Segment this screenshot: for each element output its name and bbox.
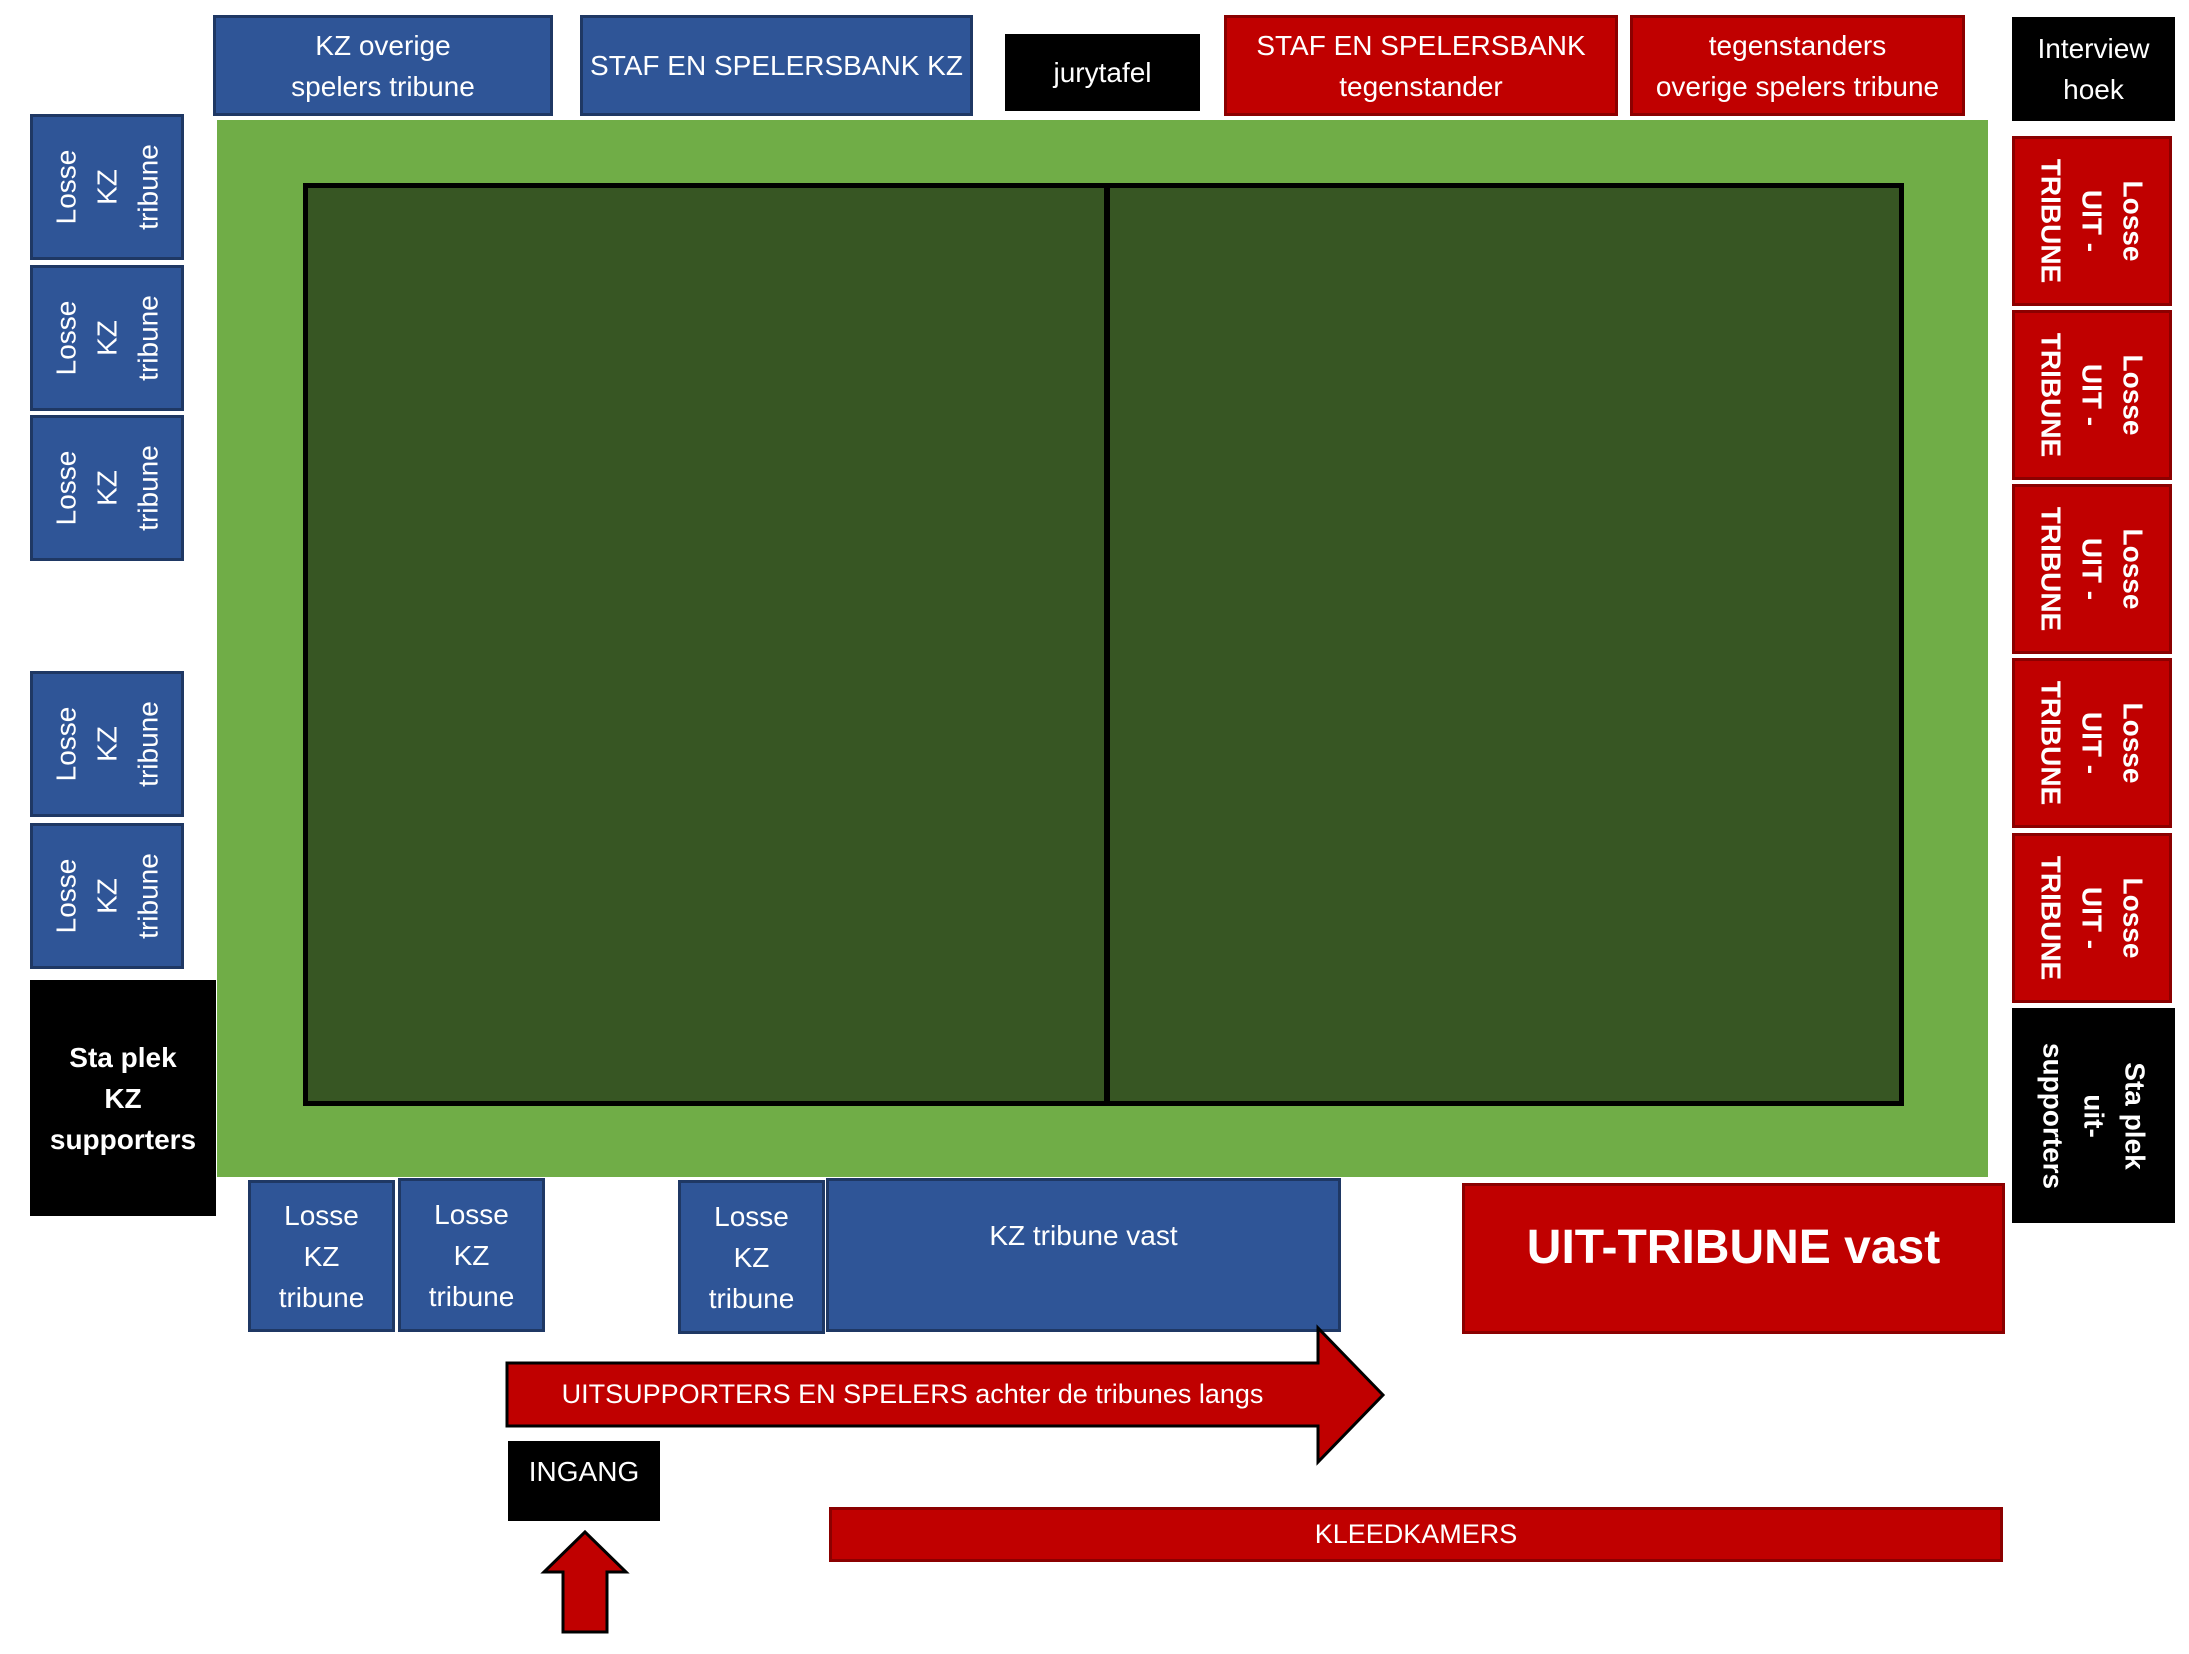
right-loose-away-stand-2: Losse UIT - TRIBUNE [2012, 310, 2172, 480]
kz-other-players-stand: KZ overige spelers tribune [213, 15, 553, 116]
kz-supporters-standing-area-label: Sta plek KZ supporters [49, 1041, 197, 1155]
right-loose-away-stand-1: Losse UIT - TRIBUNE [2012, 136, 2172, 306]
opponent-staff-bench: STAF EN SPELERSBANK tegenstander [1224, 15, 1618, 116]
right-loose-away-stand-4: Losse UIT - TRIBUNE [2012, 658, 2172, 828]
kz-other-players-stand-label: KZ overige spelers tribune [291, 29, 475, 102]
opponent-other-players-stand: tegenstanders overige spelers tribune [1630, 15, 1965, 116]
right-loose-away-stand-3: Losse UIT - TRIBUNE [2012, 484, 2172, 654]
kz-staff-bench: STAF EN SPELERSBANK KZ [580, 15, 973, 116]
bottom-loose-kz-stand-3-label: Losse KZ tribune [708, 1200, 795, 1314]
kz-supporters-standing-area: Sta plek KZ supporters [30, 980, 216, 1216]
left-loose-kz-stand-2: Losse KZ tribune [30, 265, 184, 411]
entrance: INGANG [508, 1441, 660, 1521]
right-loose-away-stand-5: Losse UIT - TRIBUNE [2012, 833, 2172, 1003]
opponent-other-players-stand-label: tegenstanders overige spelers tribune [1655, 29, 1940, 102]
dressing-rooms: KLEEDKAMERS [829, 1507, 2003, 1562]
center-line [1104, 188, 1110, 1101]
dressing-rooms-label: KLEEDKAMERS [1314, 1519, 1518, 1549]
bottom-loose-kz-stand-2-label: Losse KZ tribune [428, 1198, 515, 1312]
away-fixed-stand: UIT-TRIBUNE vast [1462, 1183, 2005, 1334]
kz-fixed-stand-label: KZ tribune vast [989, 1219, 1178, 1251]
court [303, 183, 1904, 1106]
bottom-loose-kz-stand-3: Losse KZ tribune [678, 1180, 825, 1334]
left-loose-kz-stand-5: Losse KZ tribune [30, 823, 184, 969]
left-loose-kz-stand-3: Losse KZ tribune [30, 415, 184, 561]
kz-fixed-stand: KZ tribune vast [826, 1178, 1341, 1332]
jury-table-label: jurytafel [1053, 57, 1152, 88]
route-arrow-shape [505, 1324, 1386, 1466]
opponent-staff-bench-label: STAF EN SPELERSBANK tegenstander [1256, 29, 1586, 102]
bottom-loose-kz-stand-1: Losse KZ tribune [248, 1180, 395, 1332]
bottom-loose-kz-stand-1-label: Losse KZ tribune [278, 1199, 365, 1313]
interview-corner-label: Interview hoek [2037, 33, 2150, 105]
jury-table: jurytafel [1005, 34, 1200, 111]
interview-corner: Interview hoek [2012, 17, 2175, 121]
kz-staff-bench-label: STAF EN SPELERSBANK KZ [590, 50, 963, 81]
route-arrow-label-box: UITSUPPORTERS EN SPELERS achter de tribu… [507, 1363, 1318, 1426]
bottom-loose-kz-stand-2: Losse KZ tribune [398, 1178, 545, 1332]
left-loose-kz-stand-1: Losse KZ tribune [30, 114, 184, 260]
away-fixed-stand-label: UIT-TRIBUNE vast [1526, 1221, 1941, 1274]
route-arrow-label: UITSUPPORTERS EN SPELERS achter de tribu… [561, 1379, 1264, 1409]
away-supporters-standing-area: Sta plek uit- supporters [2012, 1008, 2175, 1223]
entrance-label: INGANG [528, 1456, 640, 1487]
entrance-arrow-icon [540, 1529, 630, 1634]
left-loose-kz-stand-4: Losse KZ tribune [30, 671, 184, 817]
